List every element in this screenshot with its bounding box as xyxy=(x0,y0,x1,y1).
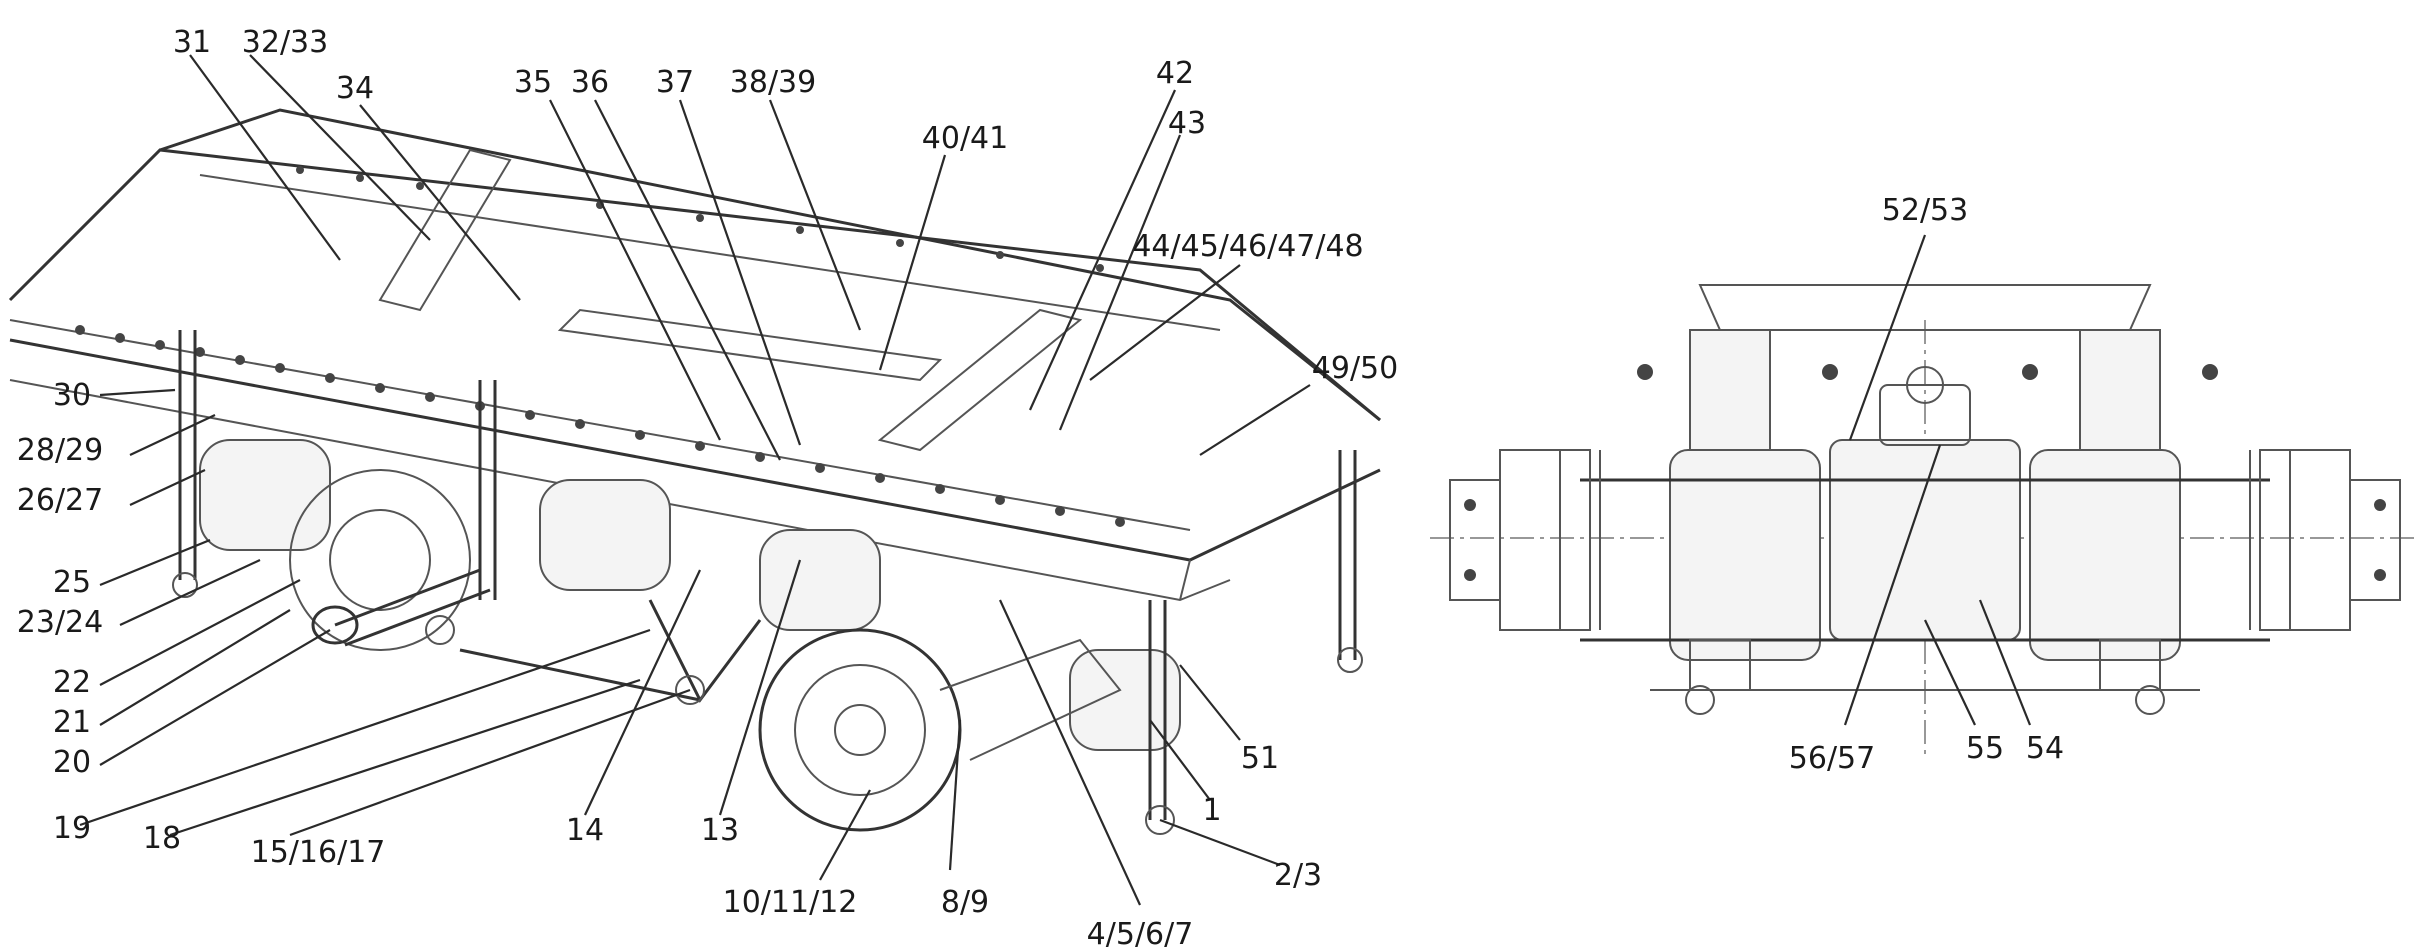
callout-4-5-6-7: 4/5/6/7 xyxy=(1087,917,1194,952)
left-view-callouts: 31 32/33 34 35 36 37 38/39 40/41 42 43 4… xyxy=(17,25,1398,952)
callout-31: 31 xyxy=(173,25,211,60)
callout-56-57: 56/57 xyxy=(1789,741,1875,776)
callout-36: 36 xyxy=(571,65,609,100)
callout-35: 35 xyxy=(514,65,552,100)
callout-40-41: 40/41 xyxy=(922,121,1008,156)
callout-52-53: 52/53 xyxy=(1882,193,1968,228)
callout-25: 25 xyxy=(53,565,91,600)
callout-20: 20 xyxy=(53,745,91,780)
callout-44-48: 44/45/46/47/48 xyxy=(1132,229,1363,264)
callout-55: 55 xyxy=(1966,731,2004,766)
callout-26-27: 26/27 xyxy=(17,483,103,518)
right-view-callouts: 52/53 56/57 55 54 xyxy=(1789,193,2064,776)
callout-19: 19 xyxy=(53,811,91,846)
callout-2-3: 2/3 xyxy=(1274,858,1322,893)
callout-32-33: 32/33 xyxy=(242,25,328,60)
callout-1: 1 xyxy=(1202,793,1221,828)
callout-22: 22 xyxy=(53,665,91,700)
callout-43: 43 xyxy=(1168,106,1206,141)
callout-28-29: 28/29 xyxy=(17,433,103,468)
callout-54: 54 xyxy=(2026,731,2064,766)
callout-8-9: 8/9 xyxy=(941,885,989,920)
front-elevation-view xyxy=(1430,284,2420,760)
callout-30: 30 xyxy=(53,378,91,413)
callout-14: 14 xyxy=(566,813,604,848)
callout-13: 13 xyxy=(701,813,739,848)
callout-51: 51 xyxy=(1241,741,1279,776)
callout-15-16-17: 15/16/17 xyxy=(251,835,386,870)
callout-38-39: 38/39 xyxy=(730,65,816,100)
callout-10-11-12: 10/11/12 xyxy=(723,885,858,920)
callout-37: 37 xyxy=(656,65,694,100)
callout-23-24: 23/24 xyxy=(17,605,103,640)
callout-34: 34 xyxy=(336,71,374,106)
callout-42: 42 xyxy=(1156,56,1194,91)
callout-18: 18 xyxy=(143,821,181,856)
callout-49-50: 49/50 xyxy=(1312,351,1398,386)
callout-21: 21 xyxy=(53,705,91,740)
isometric-assembly-view xyxy=(8,108,1381,835)
leader-lines xyxy=(79,54,2032,906)
